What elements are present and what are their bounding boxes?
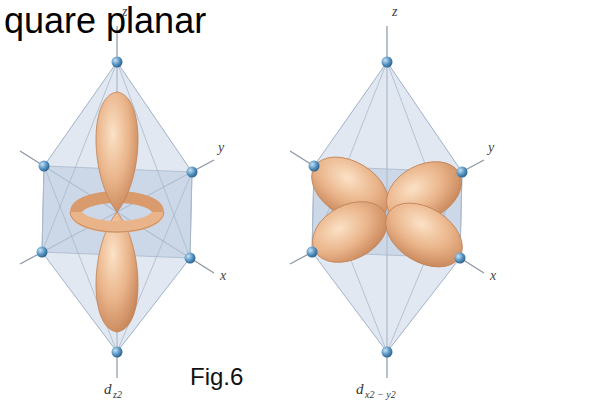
dx2-y2-orbital [300,144,474,280]
dz2-orbital [70,92,164,332]
axis-label: y [488,140,494,155]
axis-label: x [220,268,226,283]
orbital-subscript: z2 [113,389,122,400]
ligand-balls-left [37,57,198,358]
axis-label: x [490,268,496,283]
orbital-subscript: x2 − y2 [365,389,396,400]
ligand-balls-right [307,57,468,358]
orbital-name: d [356,381,364,398]
heading-fragment: quare planar [4,1,206,41]
figure-number: Fig.6 [190,364,243,390]
orbital-name: d [104,381,112,398]
octahedron-right [290,26,484,378]
octahedron-left [20,26,214,378]
axis-label: y [218,140,224,155]
axis-label: z [122,4,127,19]
axis-label: z [392,4,397,19]
